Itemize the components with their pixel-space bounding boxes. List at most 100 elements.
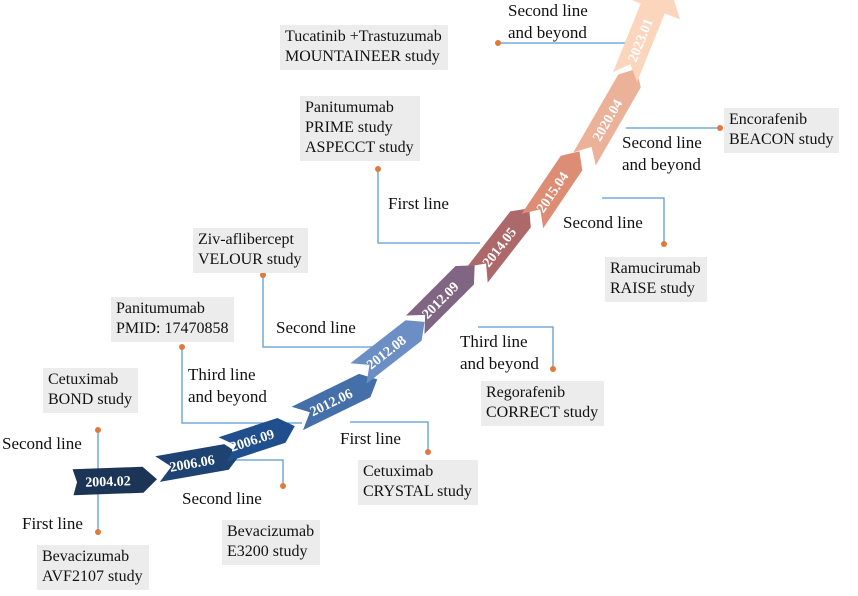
connector-line: [377, 169, 480, 244]
line-text: First line: [340, 429, 401, 448]
box-drug-name: Tucatinib +Trastuzumab: [285, 28, 442, 45]
box-panitumumab-prime-aspecct: Panitumumab PRIME study ASPECCT study: [300, 96, 420, 161]
label-third-line-pmid: Third line and beyond: [188, 364, 267, 408]
connector-dot: [661, 241, 667, 247]
connector-dot: [717, 125, 723, 131]
box-ziv-aflibercept-velour: Ziv-aflibercept VELOUR study: [193, 228, 308, 273]
connector-dot: [95, 529, 101, 535]
chevron-segment: [218, 418, 295, 462]
box-drug-name: Cetuximab: [48, 371, 119, 388]
label-third-line-correct: Third line and beyond: [460, 331, 539, 375]
connector-line: [478, 326, 554, 369]
chevron-segment: [612, 0, 681, 82]
connector-dot: [95, 427, 101, 433]
box-study-name: CORRECT study: [486, 404, 599, 421]
connector-line: [222, 459, 284, 486]
box-regorafenib-correct: Regorafenib CORRECT study: [481, 381, 605, 426]
box-drug-name: Bevacizumab: [227, 523, 315, 540]
box-study-name: PMID: 17470858: [116, 320, 229, 337]
box-ramucirumab-raise: Ramucirumab RAISE study: [605, 257, 707, 302]
label-second-line-raise: Second line: [563, 212, 643, 234]
box-study-name-2: ASPECCT study: [305, 139, 414, 156]
line-text: Second line: [182, 489, 262, 508]
line-text-2: and beyond: [188, 387, 267, 406]
line-text: First line: [388, 194, 449, 213]
box-drug-name: Cetuximab: [363, 463, 434, 480]
box-study-name: AVF2107 study: [42, 568, 143, 585]
label-second-line-mountaineer: Second line and beyond: [508, 0, 588, 44]
connector-dot: [179, 344, 185, 350]
chevron-shape: [218, 418, 295, 462]
chevron-segment: [291, 373, 378, 431]
line-text: First line: [22, 514, 83, 533]
box-drug-name: Bevacizumab: [42, 548, 130, 565]
connector-dot: [550, 366, 556, 372]
line-text-2: and beyond: [622, 155, 701, 174]
connector-line: [262, 275, 380, 348]
line-text: Second line: [622, 133, 702, 152]
chevron-segment: [155, 444, 241, 482]
box-drug-name: Encorafenib: [729, 111, 808, 128]
box-drug-name: Ziv-aflibercept: [198, 231, 294, 248]
arrow-chevrons: [72, 0, 681, 496]
label-first-line-crystal: First line: [340, 428, 401, 450]
box-study-name: PRIME study: [305, 119, 393, 136]
line-text-2: and beyond: [508, 23, 587, 42]
label-second-line-velour: Second line: [276, 317, 356, 339]
label-second-line-e3200: Second line: [182, 488, 262, 510]
line-text: Second line: [276, 318, 356, 337]
connector-dot: [495, 40, 501, 46]
chevron-segment: [521, 151, 583, 229]
box-tucatinib-mountaineer: Tucatinib +Trastuzumab MOUNTAINEER study: [280, 25, 448, 70]
line-text: Second line: [2, 434, 82, 453]
box-bevacizumab-avf2107: Bevacizumab AVF2107 study: [37, 545, 149, 590]
box-drug-name: Regorafenib: [486, 384, 566, 401]
box-study-name: RAISE study: [610, 280, 695, 297]
chevron-segment: [72, 466, 157, 496]
line-text: Second line: [563, 213, 643, 232]
line-text: Second line: [508, 1, 588, 20]
chevron-shape: [612, 0, 681, 82]
chevron-shape: [573, 68, 641, 166]
line-text-2: and beyond: [460, 354, 539, 373]
label-second-line-beacon: Second line and beyond: [622, 132, 702, 176]
box-cetuximab-crystal: Cetuximab CRYSTAL study: [358, 460, 478, 505]
box-cetuximab-bond: Cetuximab BOND study: [43, 368, 139, 413]
box-study-name: BOND study: [48, 391, 133, 408]
connector-line: [350, 421, 429, 452]
box-encorafenib-beacon: Encorafenib BEACON study: [724, 108, 840, 153]
box-panitumumab-pmid: Panitumumab PMID: 17470858: [111, 297, 235, 342]
box-drug-name: Panitumumab: [305, 99, 394, 116]
box-study-name: VELOUR study: [198, 251, 302, 268]
connector-dot: [280, 483, 286, 489]
box-study-name: BEACON study: [729, 131, 834, 148]
chevron-shape: [291, 373, 378, 431]
connector-line: [181, 347, 302, 424]
box-study-name: MOUNTAINEER study: [285, 48, 440, 65]
chevron-segment: [350, 320, 425, 384]
box-drug-name: Panitumumab: [116, 300, 205, 317]
line-text: Third line: [188, 365, 256, 384]
connector-line: [602, 197, 665, 244]
date-label: 2004.02: [85, 474, 131, 491]
chevron-segment: [406, 265, 475, 334]
label-second-line-bond: Second line: [2, 433, 82, 455]
box-study-name: CRYSTAL study: [363, 483, 472, 500]
box-bevacizumab-e3200: Bevacizumab E3200 study: [222, 520, 321, 565]
box-study-name: E3200 study: [227, 543, 308, 560]
connector-dot: [425, 449, 431, 455]
connector-lines: [95, 40, 723, 535]
connector-dot: [375, 166, 381, 172]
line-text: Third line: [460, 332, 528, 351]
chevron-segment: [573, 68, 641, 166]
label-first-line-avf2107: First line: [22, 513, 83, 535]
chevron-shape: [155, 444, 241, 482]
connector-dot: [260, 272, 266, 278]
chevron-segment: [467, 208, 531, 283]
chevron-shape: [467, 208, 531, 283]
chevron-shape: [350, 320, 425, 384]
box-drug-name: Ramucirumab: [610, 260, 701, 277]
chevron-shape: [406, 265, 475, 334]
